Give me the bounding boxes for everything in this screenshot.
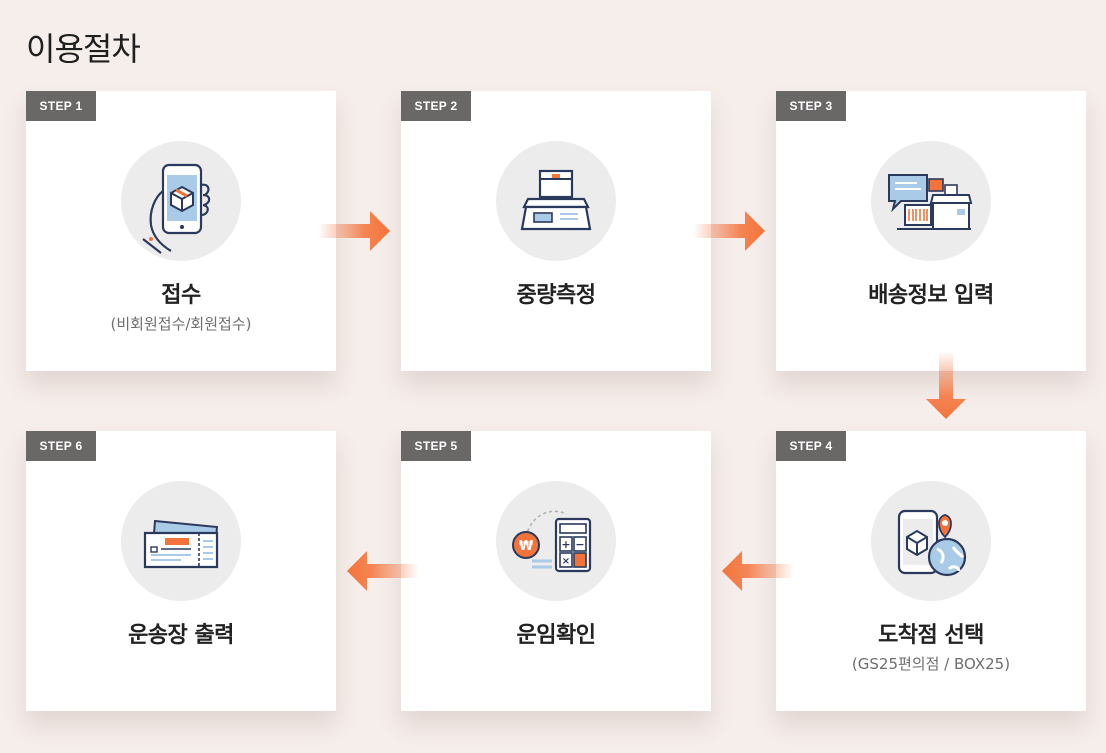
step-card-6: STEP 6 운송장 출력	[26, 431, 336, 711]
scale-box-icon	[496, 141, 616, 261]
step-title: 중량측정	[401, 277, 711, 309]
step-title: 운임확인	[401, 617, 711, 649]
svg-text:+: +	[561, 538, 570, 551]
step-badge: STEP 1	[26, 91, 96, 121]
coin-calculator-icon: ₩ + − ×	[496, 481, 616, 601]
svg-text:×: ×	[562, 556, 570, 567]
step-badge: STEP 3	[776, 91, 846, 121]
arrow-right-icon	[693, 211, 767, 251]
step-badge: STEP 5	[401, 431, 471, 461]
step-badge: STEP 6	[26, 431, 96, 461]
phone-location-globe-icon	[871, 481, 991, 601]
arrow-left-icon	[345, 551, 419, 591]
step-subtitle: (GS25편의점 / BOX25)	[776, 653, 1086, 674]
page-title: 이용절차	[26, 24, 140, 70]
step-subtitle: (비회원접수/회원접수)	[26, 313, 336, 334]
step-title: 운송장 출력	[26, 617, 336, 649]
smartphone-box-icon	[121, 141, 241, 261]
chat-barcode-boxes-icon	[871, 141, 991, 261]
svg-text:−: −	[575, 538, 584, 551]
waybill-ticket-icon	[121, 481, 241, 601]
step-card-3: STEP 3 배송정보 입력	[776, 91, 1086, 371]
arrow-right-icon	[318, 211, 392, 251]
arrow-left-icon	[720, 551, 794, 591]
step-title: 도착점 선택	[776, 617, 1086, 649]
step-card-1: STEP 1 접수 (비회원접수/회원접수)	[26, 91, 336, 371]
step-card-4: STEP 4 도착점 선택 (GS25편의점 / BOX25)	[776, 431, 1086, 711]
step-card-5: STEP 5 ₩ + − × 운임확인	[401, 431, 711, 711]
step-title: 접수	[26, 277, 336, 309]
step-badge: STEP 2	[401, 91, 471, 121]
arrow-down-icon	[926, 351, 966, 421]
step-badge: STEP 4	[776, 431, 846, 461]
step-card-2: STEP 2 중량측정	[401, 91, 711, 371]
step-title: 배송정보 입력	[776, 277, 1086, 309]
svg-text:₩: ₩	[519, 539, 534, 554]
